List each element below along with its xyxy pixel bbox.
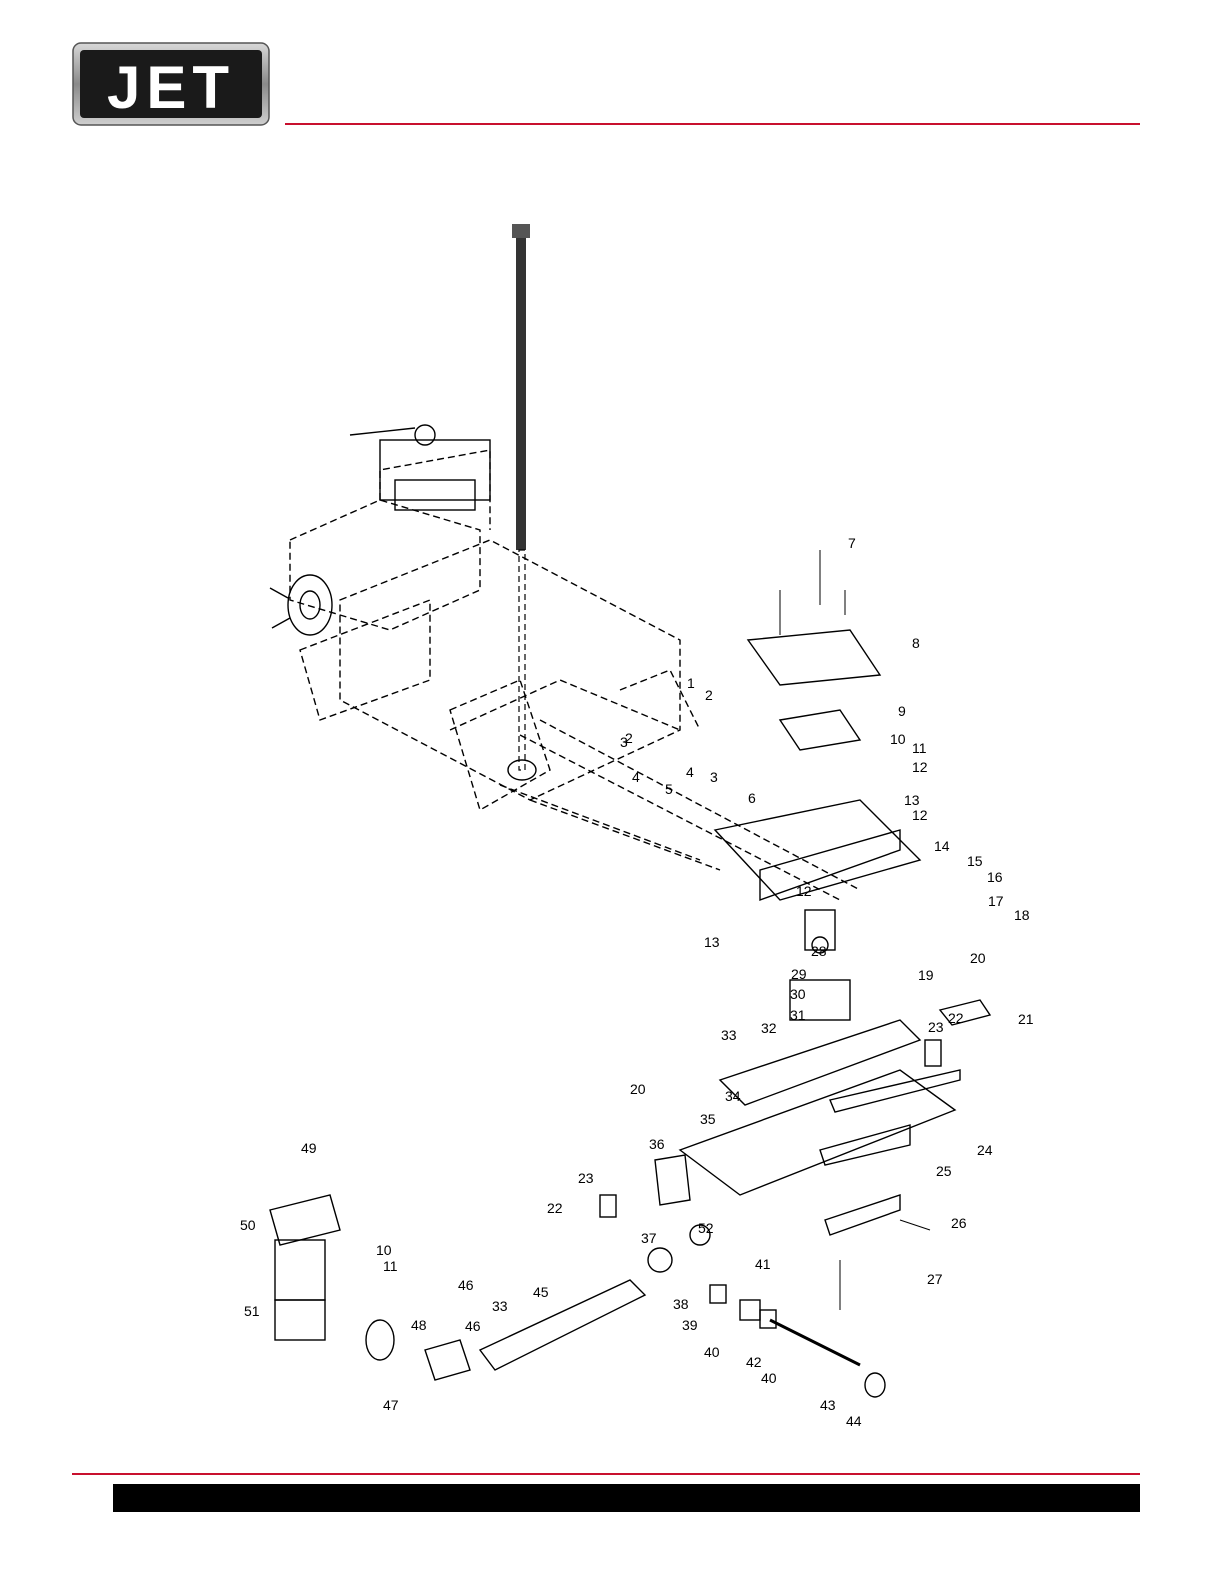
part-callout: 19 bbox=[918, 967, 934, 983]
part-callout: 21 bbox=[1018, 1011, 1034, 1027]
part-callout: 23 bbox=[928, 1019, 944, 1035]
part-callout: 33 bbox=[721, 1027, 737, 1043]
leader-lines bbox=[780, 550, 930, 1310]
part-callout: 30 bbox=[790, 986, 806, 1002]
part-callout: 22 bbox=[948, 1010, 964, 1026]
part-callout: 13 bbox=[904, 792, 920, 808]
part-callout: 46 bbox=[458, 1277, 474, 1293]
part-callout: 2 bbox=[705, 687, 713, 703]
part-callout: 24 bbox=[977, 1142, 993, 1158]
footer-bar bbox=[113, 1484, 1140, 1512]
part-callout: 14 bbox=[934, 838, 950, 854]
part-callout: 45 bbox=[533, 1284, 549, 1300]
part-callout: 23 bbox=[578, 1170, 594, 1186]
part-callout: 29 bbox=[791, 966, 807, 982]
part-callout: 37 bbox=[641, 1230, 657, 1246]
part-callout: 4 bbox=[632, 769, 640, 785]
part-callout: 11 bbox=[383, 1258, 398, 1274]
part-callout: 3 bbox=[620, 734, 628, 750]
part-callout: 51 bbox=[244, 1303, 260, 1319]
part-callout: 39 bbox=[682, 1317, 698, 1333]
part-callout: 12 bbox=[796, 883, 812, 899]
part-callout: 20 bbox=[970, 950, 986, 966]
part-callout: 1 bbox=[687, 675, 695, 691]
part-callout: 4 bbox=[686, 764, 694, 780]
footer-rule bbox=[72, 1473, 1140, 1475]
part-callout: 38 bbox=[673, 1296, 689, 1312]
part-callout: 15 bbox=[967, 853, 983, 869]
part-callout: 44 bbox=[846, 1413, 862, 1429]
part-callout: 5 bbox=[665, 781, 673, 797]
part-callout: 43 bbox=[820, 1397, 836, 1413]
part-callout: 26 bbox=[951, 1215, 967, 1231]
part-callout: 31 bbox=[790, 1007, 806, 1023]
part-callout: 16 bbox=[987, 869, 1003, 885]
toolpost-assembly bbox=[350, 425, 490, 510]
part-callout: 50 bbox=[240, 1217, 256, 1233]
part-callout: 47 bbox=[383, 1397, 399, 1413]
part-callout: 46 bbox=[465, 1318, 481, 1334]
part-callout: 12 bbox=[912, 759, 928, 775]
part-callout: 35 bbox=[700, 1111, 716, 1127]
part-callout: 3 bbox=[710, 769, 718, 785]
part-callout: 11 bbox=[912, 740, 927, 756]
part-callout: 48 bbox=[411, 1317, 427, 1333]
part-callout: 28 bbox=[811, 943, 827, 959]
part-callout: 36 bbox=[649, 1136, 665, 1152]
part-callout: 17 bbox=[988, 893, 1004, 909]
part-callout: 25 bbox=[936, 1163, 952, 1179]
part-callout: 32 bbox=[761, 1020, 777, 1036]
part-callout: 10 bbox=[376, 1242, 392, 1258]
part-callout: 8 bbox=[912, 635, 920, 651]
part-callout: 41 bbox=[755, 1256, 771, 1272]
part-callout: 42 bbox=[746, 1354, 762, 1370]
part-callout: 12 bbox=[912, 807, 928, 823]
part-callout: 7 bbox=[848, 535, 856, 551]
part-callout: 34 bbox=[725, 1088, 741, 1104]
jet-logo-graphic: JET bbox=[72, 42, 270, 126]
part-callout: 18 bbox=[1014, 907, 1030, 923]
part-callout: 22 bbox=[547, 1200, 563, 1216]
lathe-carriage-outline bbox=[290, 450, 860, 900]
header-rule bbox=[285, 123, 1140, 125]
part-callout: 33 bbox=[492, 1298, 508, 1314]
part-callout: 20 bbox=[630, 1081, 646, 1097]
part-callout: 13 bbox=[704, 934, 720, 950]
part-callout: 10 bbox=[890, 731, 906, 747]
part-callout: 40 bbox=[761, 1370, 777, 1386]
part-callout: 49 bbox=[301, 1140, 317, 1156]
part-callout: 40 bbox=[704, 1344, 720, 1360]
jet-logo: JET bbox=[72, 42, 270, 126]
part-callout: 52 bbox=[698, 1220, 714, 1236]
part-callout: 27 bbox=[927, 1271, 943, 1287]
cross-slide-handwheel bbox=[270, 575, 332, 635]
logo-text: JET bbox=[107, 54, 235, 121]
part-callout: 9 bbox=[898, 703, 906, 719]
part-callout: 6 bbox=[748, 790, 756, 806]
